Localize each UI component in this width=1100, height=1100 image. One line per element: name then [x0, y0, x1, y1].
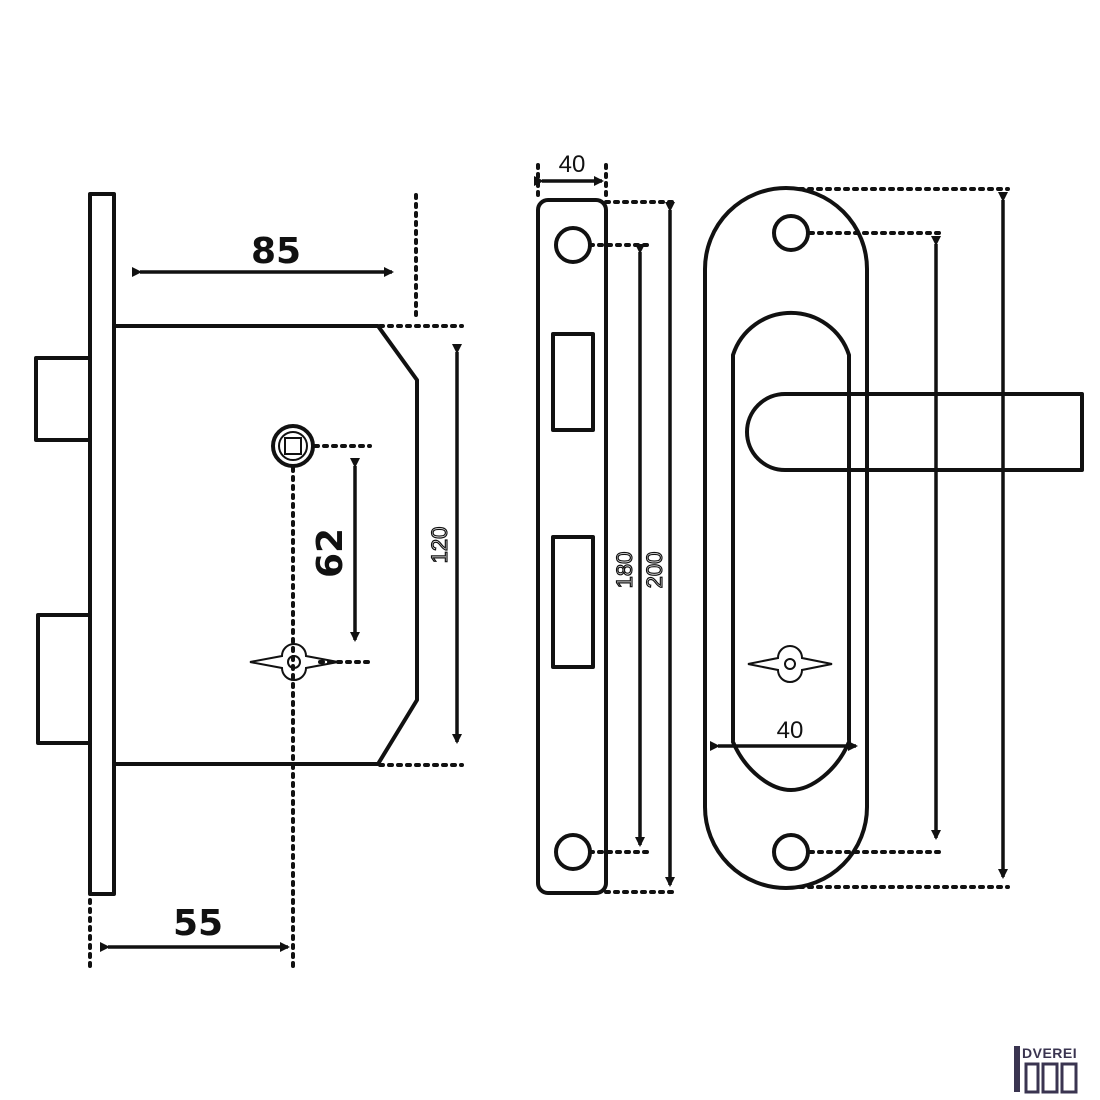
strike-plate-outline — [536, 198, 608, 895]
plate-keyhole-icon — [747, 645, 833, 683]
dead-bolt — [36, 613, 92, 745]
lever-handle — [745, 392, 1084, 472]
dim-85-label: 85 — [251, 231, 301, 272]
handle-plate: 40 — [703, 186, 1084, 890]
handle-plate-inner — [731, 310, 851, 742]
dim-62-label: 62 — [310, 528, 351, 578]
latch-opening — [551, 332, 595, 432]
dim-120-label: 120 — [427, 527, 452, 564]
dim-55-label: 55 — [173, 903, 223, 944]
dim-180-label: 180 — [612, 552, 637, 589]
dim-plate-width-label: 40 — [777, 717, 804, 744]
dim-200-label: 200 — [642, 552, 667, 589]
dim-strike-width-label: 40 — [559, 151, 586, 178]
strike-plate: 40 180 200 — [534, 151, 675, 895]
handle-plate-recess — [731, 740, 851, 792]
screw-hole-bottom — [554, 833, 592, 871]
latch-bolt — [34, 356, 92, 442]
plate-screw-top — [772, 214, 810, 252]
spindle-hub — [271, 424, 315, 468]
brand-logo: DVEREI — [1014, 1045, 1078, 1094]
faceplate — [88, 192, 116, 896]
mortise-lock-body: 85 62 120 55 — [34, 192, 464, 972]
screw-hole-top — [554, 226, 592, 264]
lock-case — [112, 324, 419, 766]
handle-plate-outline — [703, 186, 869, 890]
brand-logo-text: DVEREI — [1022, 1045, 1077, 1061]
bolt-opening — [551, 535, 595, 669]
plate-screw-bottom — [772, 833, 810, 871]
